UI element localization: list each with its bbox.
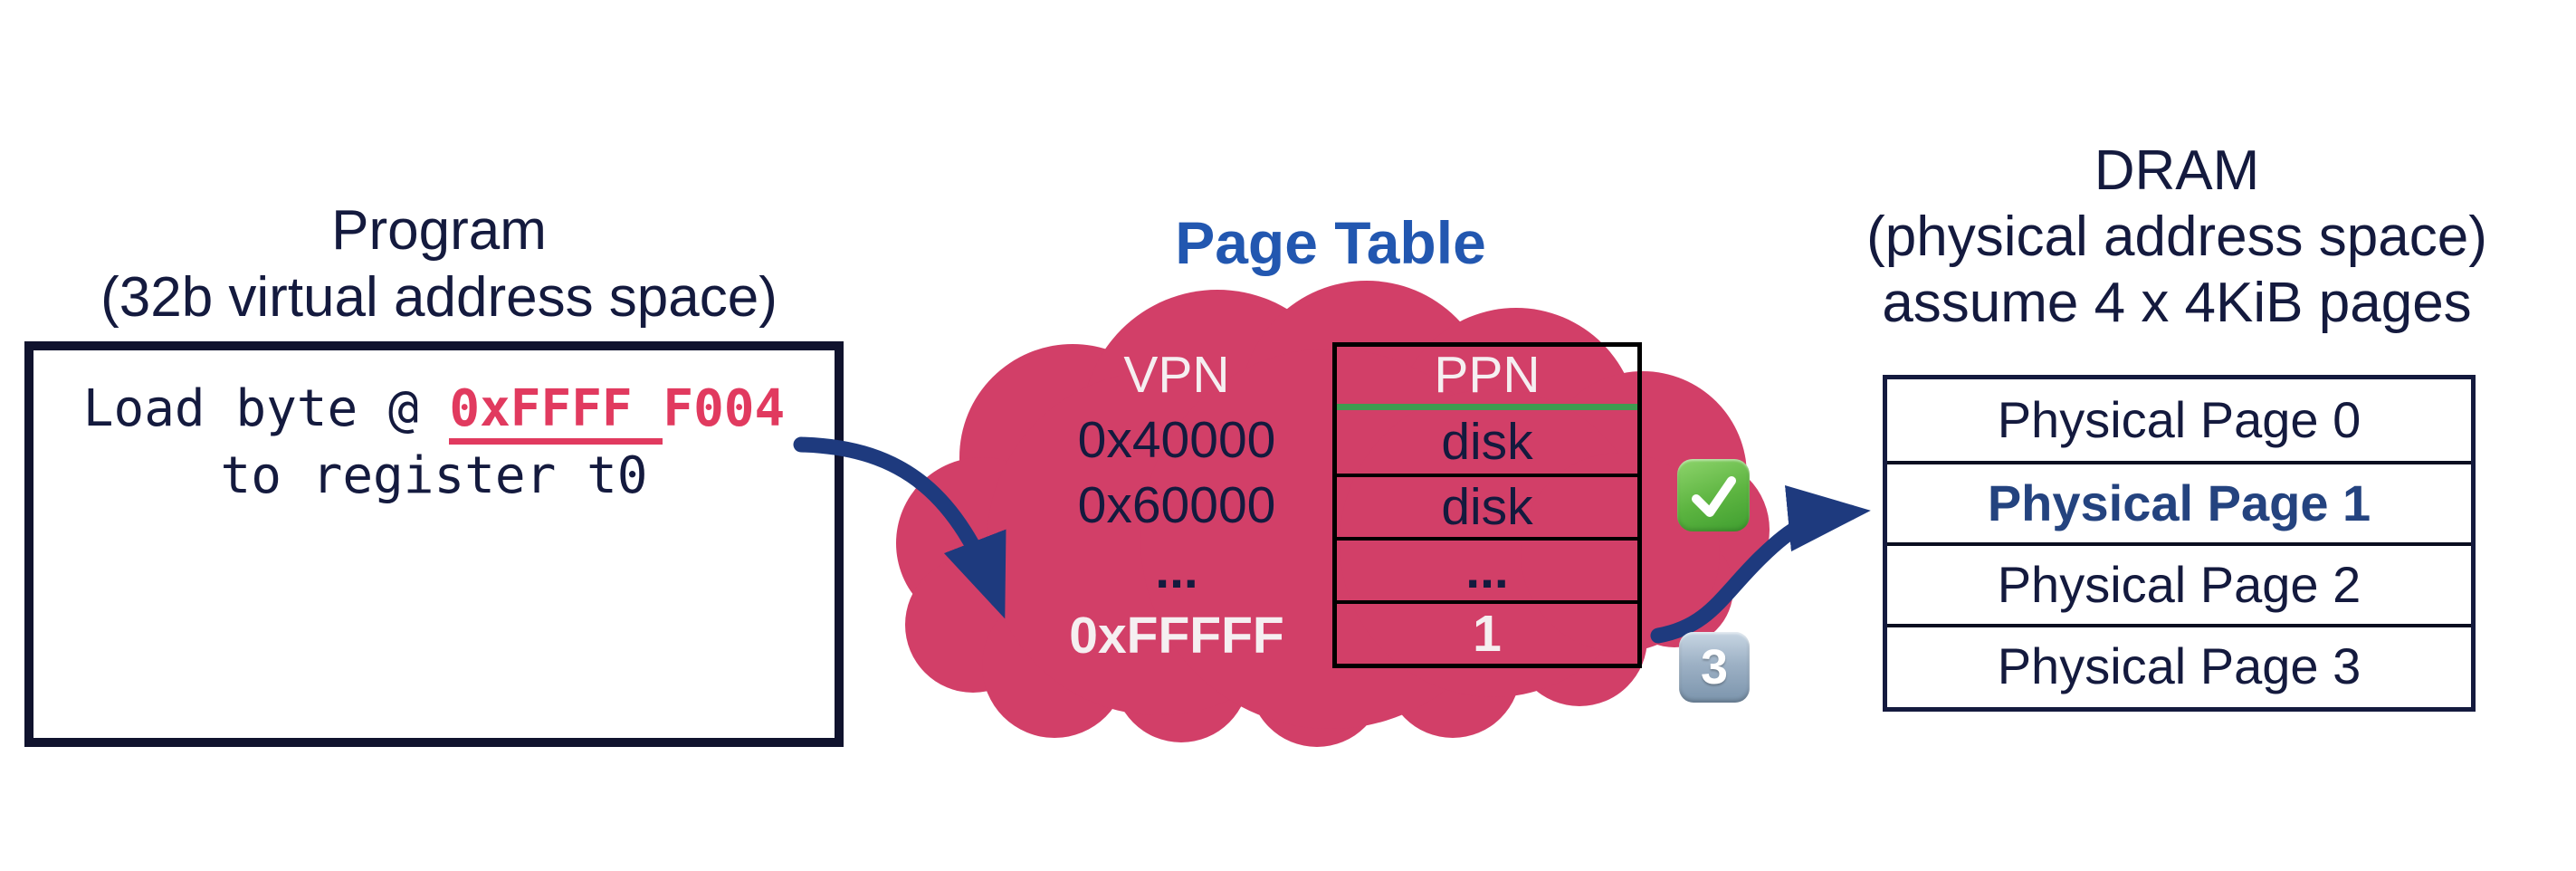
dram-title-line3: assume 4 x 4KiB pages (1882, 272, 2472, 334)
dram-title: DRAM (physical address space) assume 4 x… (1837, 138, 2516, 336)
step-3-label: 3 (1700, 640, 1729, 694)
ppn-row: disk (1441, 413, 1533, 471)
page-table-title: Page Table (1175, 209, 1486, 276)
vpn-header: VPN (1123, 346, 1230, 404)
dram-title-line2: (physical address space) (1866, 206, 2487, 268)
virtual-address-underlined: 0xFFFF (449, 379, 663, 445)
check-mark-icon (1677, 459, 1750, 531)
vpn-row-highlighted: 0xFFFFF (1069, 607, 1284, 665)
program-title: Program (32b virtual address space) (18, 197, 860, 331)
virtual-address-rest: F004 (663, 379, 786, 438)
ppn-row: disk (1337, 474, 1637, 537)
dram-box: Physical Page 0 Physical Page 1 Physical… (1883, 375, 2476, 712)
ppn-header: PPN (1337, 347, 1637, 410)
vpn-column: VPN 0x40000 0x60000 ... 0xFFFFF (1009, 342, 1344, 668)
vpn-row: 0x40000 (1077, 411, 1276, 469)
step-3-keycap-icon: 3 (1679, 632, 1750, 703)
physical-page-row: Physical Page 3 (1887, 624, 2471, 705)
dram-title-line1: DRAM (2094, 139, 2260, 202)
ppn-row-highlighted: 1 (1337, 600, 1637, 664)
ppn-row-ellipsis: ... (1337, 537, 1637, 600)
ppn-table: PPN disk disk ... 1 (1332, 342, 1642, 668)
program-title-line1: Program (331, 199, 547, 262)
physical-page-row-highlighted: Physical Page 1 (1887, 461, 2471, 542)
load-instruction-line2: to register t0 (220, 446, 648, 505)
program-title-line2: (32b virtual address space) (100, 266, 778, 329)
physical-page-row: Physical Page 0 (1997, 391, 2361, 448)
physical-page-row: Physical Page 2 (1887, 542, 2471, 624)
vpn-row-ellipsis: ... (1155, 541, 1198, 599)
load-instruction-prefix: Load byte @ (82, 379, 450, 438)
vpn-row: 0x60000 (1077, 476, 1276, 534)
